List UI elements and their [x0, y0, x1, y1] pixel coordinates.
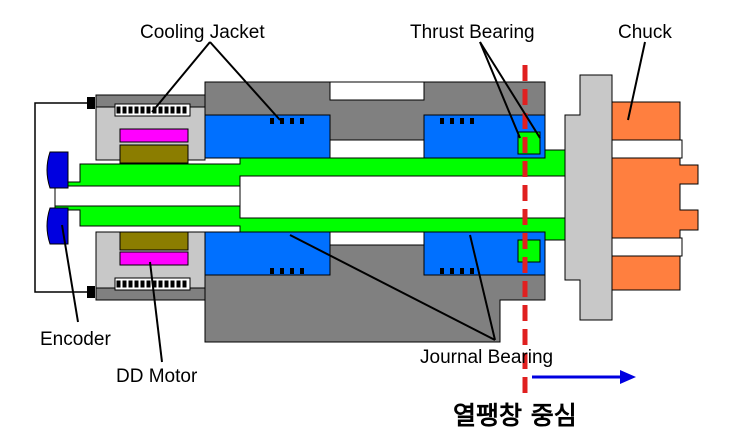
- encoder-cap-top: [87, 97, 95, 109]
- bearing-balls: [270, 118, 474, 274]
- front-flange: [564, 74, 613, 321]
- shaft-bore: [239, 175, 576, 219]
- stator-bottom: [119, 231, 189, 251]
- encoder-body: [46, 151, 69, 189]
- shaft-inner-rear: [54, 185, 241, 207]
- label-dd-motor: DD Motor: [116, 366, 198, 387]
- housing-window: [329, 81, 425, 101]
- encoder-cap-bottom: [87, 286, 95, 298]
- thrust-bearing-bottom: [517, 239, 541, 263]
- stator-top: [119, 144, 189, 164]
- thrust-bearing-top: [517, 131, 541, 155]
- expansion-arrow-head: [620, 370, 636, 384]
- magnet-bottom: [119, 251, 189, 266]
- label-thermal-expansion-center: 열팽창 중심: [453, 401, 577, 430]
- label-chuck: Chuck: [618, 22, 672, 43]
- label-cooling-jacket: Cooling Jacket: [140, 22, 265, 43]
- chuck-gap-2: [611, 237, 683, 257]
- encoder-wire: [34, 102, 90, 293]
- leader-lines: [61, 41, 646, 363]
- magnet-top: [119, 128, 189, 143]
- chuck-body: [611, 101, 699, 291]
- label-journal-bearing: Journal Bearing: [420, 347, 553, 368]
- label-encoder: Encoder: [40, 329, 111, 350]
- cooling-jacket-front-top: [204, 114, 331, 159]
- chuck-gap: [611, 139, 683, 159]
- label-thrust-bearing: Thrust Bearing: [410, 22, 535, 43]
- cooling-jacket-front-bottom: [204, 231, 331, 276]
